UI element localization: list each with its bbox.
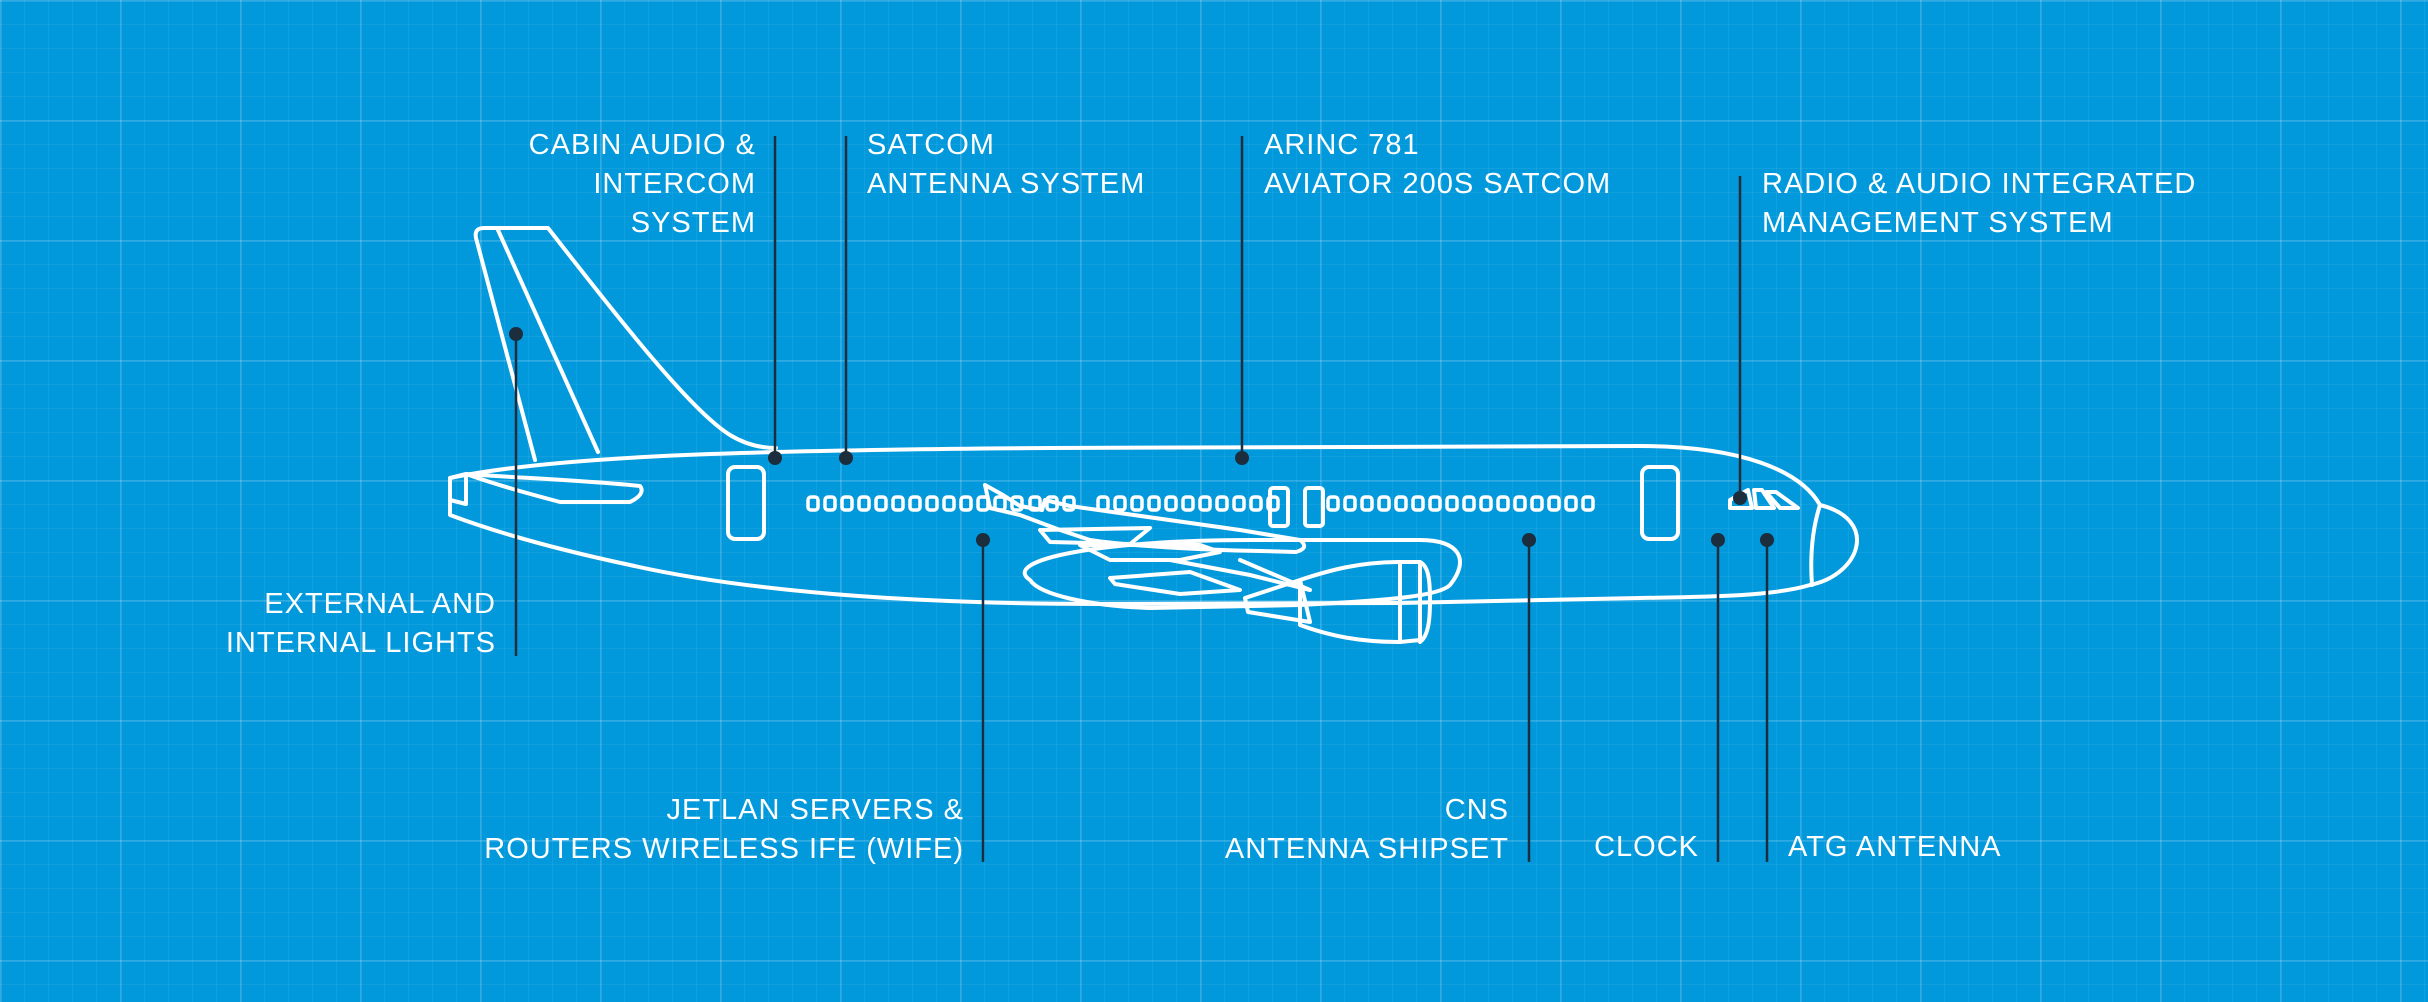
cabin-window	[1062, 495, 1076, 512]
horizontal-stabilizer	[464, 472, 644, 504]
front-door	[1640, 465, 1680, 541]
cabin-window	[1045, 495, 1059, 512]
cabin-window	[1147, 495, 1161, 512]
leader-dots	[509, 327, 1774, 547]
dot-cns	[1522, 533, 1536, 547]
label-jetlan: JETLAN SERVERS & ROUTERS WIRELESS IFE (W…	[484, 794, 964, 865]
label-radio-audio: RADIO & AUDIO INTEGRATED MANAGEMENT SYST…	[1762, 168, 2197, 239]
cabin-window	[1232, 495, 1246, 512]
cabin-window	[1343, 495, 1357, 512]
engine-inlet	[1398, 560, 1432, 644]
cabin-window	[959, 495, 973, 512]
dot-cabin-audio	[768, 451, 782, 465]
label-satcom: SATCOM ANTENNA SYSTEM	[867, 129, 1146, 200]
overwing-exit-2	[1303, 486, 1325, 528]
label-atg: ATG ANTENNA	[1788, 831, 2002, 863]
vertical-stabilizer	[473, 226, 778, 462]
cabin-window	[1428, 495, 1442, 512]
cabin-window	[1479, 495, 1493, 512]
cabin-window	[1326, 495, 1340, 512]
near-wing	[1078, 543, 1222, 562]
cabin-window	[976, 495, 990, 512]
cabin-window	[1266, 495, 1280, 512]
overwing-exit-1	[1268, 486, 1290, 528]
cabin-window	[1530, 495, 1544, 512]
cabin-window	[891, 495, 905, 512]
dot-satcom	[839, 451, 853, 465]
wing-fairing	[1022, 538, 1462, 610]
cabin-window	[1462, 495, 1476, 512]
cabin-window	[1581, 495, 1595, 512]
cabin-window	[874, 495, 888, 512]
cabin-window	[1164, 495, 1178, 512]
cabin-window	[1113, 495, 1127, 512]
cabin-window	[823, 495, 837, 512]
dot-arinc	[1235, 451, 1249, 465]
cockpit-window-2	[1752, 488, 1776, 510]
label-arinc: ARINC 781 AVIATOR 200S SATCOM	[1264, 129, 1612, 200]
cabin-window	[857, 495, 871, 512]
cabin-window	[1411, 495, 1425, 512]
rudder-line	[496, 228, 600, 454]
cabin-window	[908, 495, 922, 512]
cabin-window	[1496, 495, 1510, 512]
cockpit-window-3	[1764, 490, 1800, 510]
cabin-window	[925, 495, 939, 512]
rear-door	[726, 465, 766, 541]
nose-radome	[1809, 503, 1822, 587]
label-lights: EXTERNAL AND INTERNAL LIGHTS	[225, 588, 496, 659]
cabin-window	[1360, 495, 1374, 512]
cabin-window	[1249, 495, 1263, 512]
engine-pylon	[1243, 578, 1312, 624]
cabin-window	[1181, 495, 1195, 512]
cabin-window	[1377, 495, 1391, 512]
dot-radio-audio	[1733, 491, 1747, 505]
tail-cone	[448, 472, 468, 506]
dot-clock	[1711, 533, 1725, 547]
far-wing-flap	[1038, 526, 1152, 546]
cabin-window	[942, 495, 956, 512]
cabin-window	[1215, 495, 1229, 512]
dot-jetlan	[976, 533, 990, 547]
cabin-window	[1028, 495, 1042, 512]
dot-atg	[1760, 533, 1774, 547]
cabin-window	[840, 495, 854, 512]
passenger-windows	[806, 495, 1595, 512]
cabin-window	[1198, 495, 1212, 512]
dot-lights	[509, 327, 523, 341]
cabin-window	[1547, 495, 1561, 512]
near-wing-flap	[1108, 570, 1242, 596]
cabin-window	[1096, 495, 1110, 512]
leader-lines	[514, 136, 1769, 862]
cabin-window	[806, 495, 820, 512]
near-wing-surface	[1168, 558, 1312, 592]
label-clock: CLOCK	[1594, 831, 1699, 863]
cabin-window	[1564, 495, 1578, 512]
cabin-window	[1130, 495, 1144, 512]
cabin-window	[993, 495, 1007, 512]
cabin-window	[1010, 495, 1024, 512]
label-cns: CNS ANTENNA SHIPSET	[1224, 794, 1509, 865]
label-cabin-audio: CABIN AUDIO & INTERCOM SYSTEM	[528, 129, 756, 239]
cabin-window	[1445, 495, 1459, 512]
cabin-window	[1513, 495, 1527, 512]
cabin-window	[1394, 495, 1408, 512]
